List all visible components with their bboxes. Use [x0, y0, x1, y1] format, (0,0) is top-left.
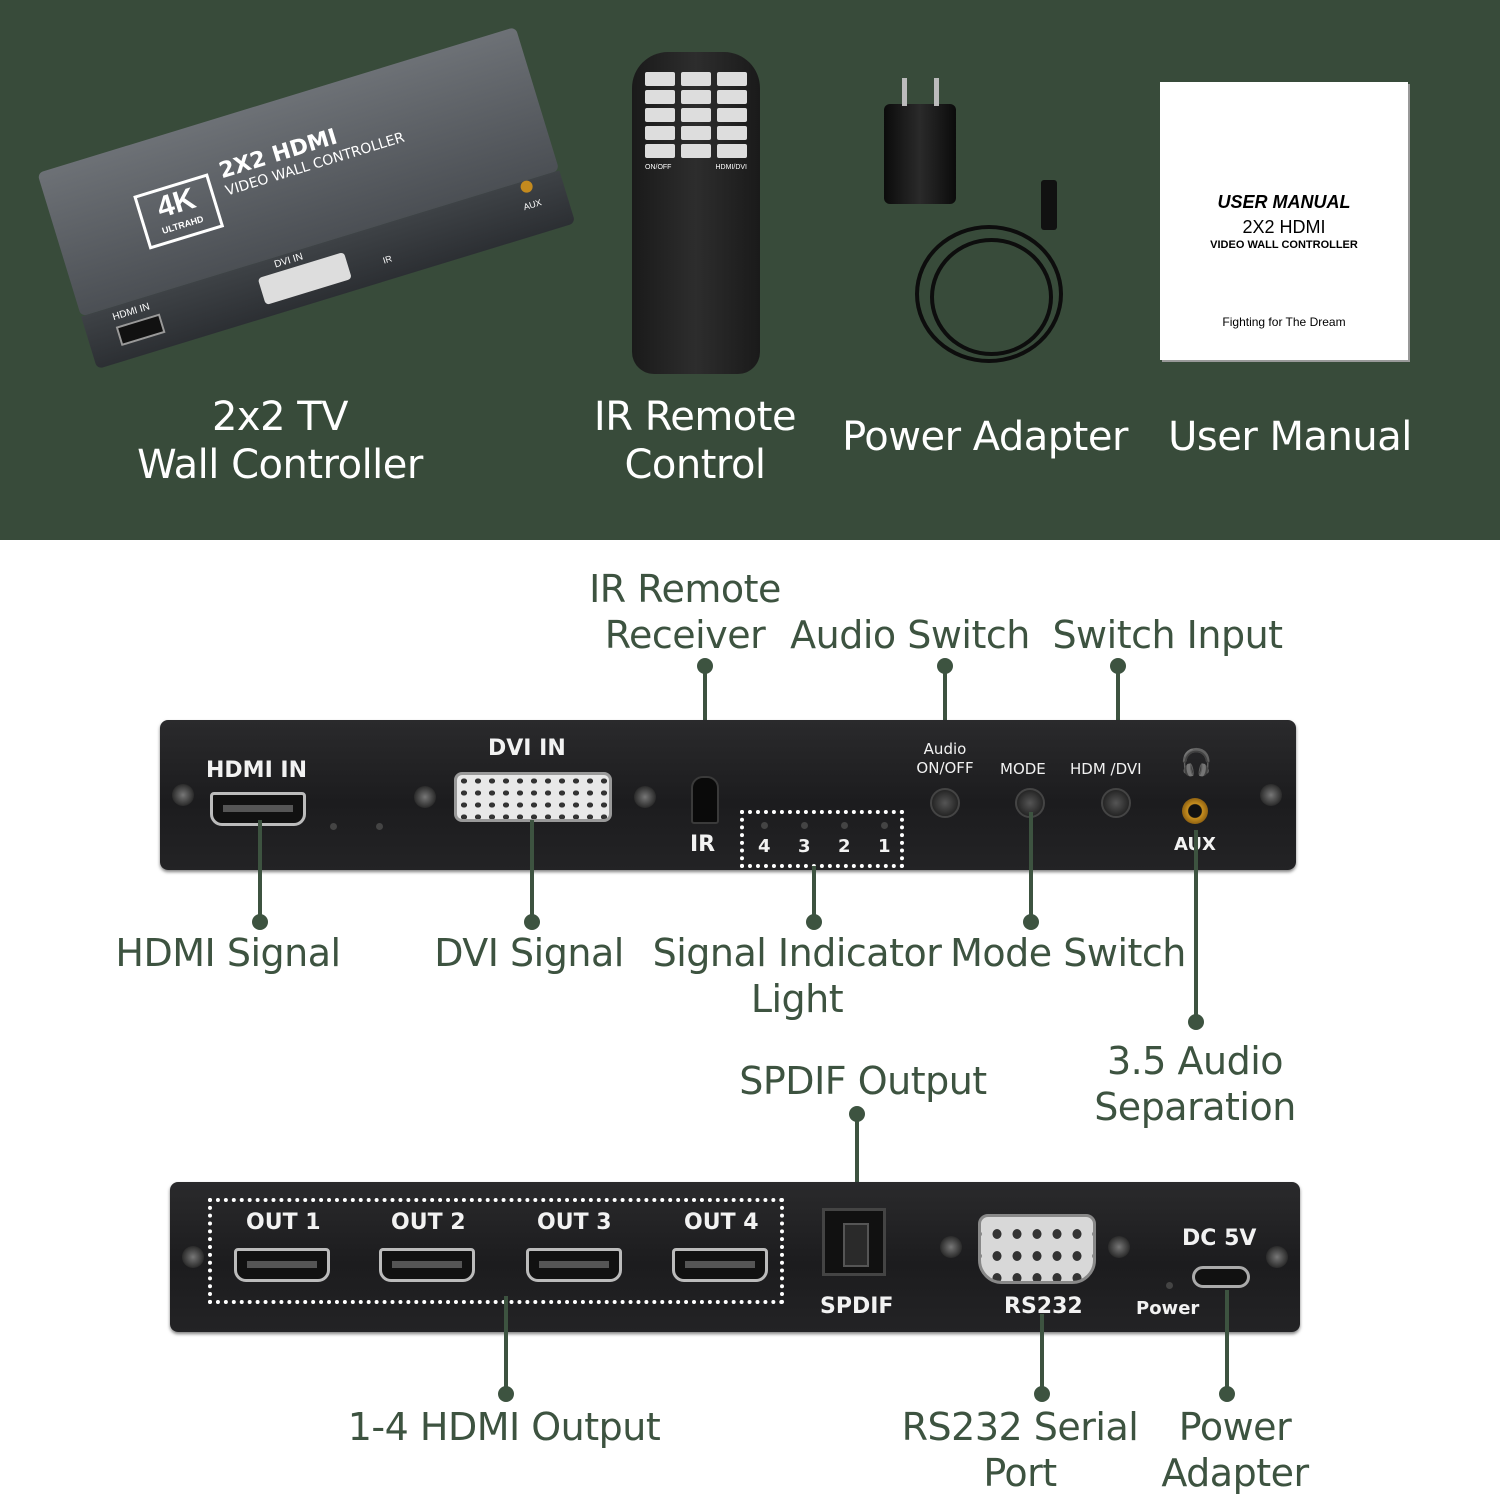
remote-keypad: [645, 72, 747, 158]
out1-port[interactable]: [234, 1248, 330, 1282]
hdmi-output-group: [208, 1198, 784, 1304]
adapter-prong: [902, 78, 907, 106]
dc-label: DC 5V: [1182, 1226, 1257, 1251]
remote-key-labels: ON/OFF HDMI/DVI: [645, 164, 747, 171]
remote-image: [632, 52, 760, 374]
ir-receiver-window: [691, 776, 719, 824]
screw-icon: [172, 784, 194, 806]
ir-receiver-callout: IR Remote Receiver: [589, 567, 781, 657]
callout-line: [1225, 1290, 1229, 1390]
headphone-icon: 🎧: [1180, 748, 1213, 778]
callout-dot: [1023, 914, 1039, 930]
switch-input-callout: Switch Input: [1052, 613, 1283, 657]
rs232-screw-icon: [940, 1236, 962, 1258]
callout-line: [1029, 812, 1033, 920]
indicator-number: 3: [798, 836, 811, 857]
out4-label: OUT 4: [684, 1210, 759, 1235]
screw-icon: [1266, 1246, 1288, 1268]
audio-onoff-label: Audio ON/OFF: [916, 740, 974, 777]
usb-c-power-port[interactable]: [1192, 1266, 1250, 1288]
adapter-cable: [930, 238, 1053, 356]
hdmi-output-callout: 1-4 HDMI Output: [347, 1405, 661, 1449]
spdif-port[interactable]: [822, 1208, 886, 1276]
out2-port[interactable]: [379, 1248, 475, 1282]
spdif-label: SPDIF: [820, 1294, 894, 1319]
controller-device-image: 4K ULTRAHD 2X2 HDMI VIDEO WALL CONTROLLE…: [37, 26, 582, 393]
aux-jack[interactable]: [1182, 798, 1208, 824]
out3-port[interactable]: [526, 1248, 622, 1282]
front-panel: HDMI IN DVI IN IR 4 3 2 1 Audio ON/OFF M…: [160, 720, 1296, 870]
dvi-in-port[interactable]: [454, 772, 612, 822]
manual-caption: User Manual: [1168, 414, 1412, 460]
audio-switch-callout: Audio Switch: [790, 613, 1030, 657]
callout-dot: [498, 1386, 514, 1402]
callout-dot: [806, 914, 822, 930]
screw-icon: [1260, 784, 1282, 806]
usb-c-plug: [1041, 180, 1057, 230]
ir-label: IR: [690, 832, 716, 857]
user-manual-image: USER MANUAL 2X2 HDMI VIDEO WALL CONTROLL…: [1160, 82, 1408, 360]
indicator-number: 2: [838, 836, 851, 857]
power-adapter-callout: Power Adapter: [1161, 1405, 1309, 1495]
adapter-prong: [934, 78, 939, 106]
rs232-screw-icon: [1108, 1236, 1130, 1258]
product-banner: 4K ULTRAHD 2X2 HDMI VIDEO WALL CONTROLLE…: [0, 0, 1500, 540]
power-led: [1166, 1282, 1173, 1289]
dvi-screw-icon: [414, 786, 436, 808]
dvi-in-label: DVI IN: [488, 736, 566, 761]
hdmi-dvi-button[interactable]: [1101, 788, 1131, 818]
indicator-led: [801, 822, 808, 829]
callout-dot: [1188, 1014, 1204, 1030]
out3-label: OUT 3: [537, 1210, 612, 1235]
hdmi-dvi-label: HDM /DVI: [1070, 760, 1142, 778]
screw-icon: [182, 1246, 204, 1268]
remote-caption: IR Remote Control: [593, 394, 797, 488]
out1-label: OUT 1: [246, 1210, 321, 1235]
rs232-port[interactable]: [978, 1214, 1096, 1284]
out2-label: OUT 2: [391, 1210, 466, 1235]
out4-port[interactable]: [672, 1248, 768, 1282]
hdmi-signal-callout: HDMI Signal: [115, 931, 341, 975]
callout-line: [812, 866, 816, 920]
led: [376, 823, 383, 830]
hdmi-in-label: HDMI IN: [206, 758, 308, 783]
mode-label: MODE: [1000, 760, 1046, 778]
spdif-output-callout: SPDIF Output: [739, 1059, 987, 1103]
indicator-led: [761, 822, 768, 829]
callout-dot: [524, 914, 540, 930]
callout-dot: [252, 914, 268, 930]
audio-separation-callout: 3.5 Audio Separation: [1094, 1039, 1296, 1129]
callout-line: [1194, 830, 1198, 1020]
signal-indicator-group: [740, 810, 904, 868]
dvi-screw-icon: [634, 786, 656, 808]
power-label: Power: [1136, 1298, 1200, 1319]
dvi-signal-callout: DVI Signal: [434, 931, 624, 975]
led: [330, 823, 337, 830]
callout-line: [1040, 1314, 1044, 1390]
indicator-number: 1: [878, 836, 891, 857]
indicator-led: [841, 822, 848, 829]
mode-switch-callout: Mode Switch: [950, 931, 1186, 975]
rs232-callout: RS232 Serial Port: [901, 1405, 1139, 1495]
power-adapter-image: [884, 104, 956, 204]
signal-indicator-callout: Signal Indicator Light: [652, 931, 942, 1021]
audio-onoff-button[interactable]: [930, 788, 960, 818]
indicator-led: [881, 822, 888, 829]
controller-caption: 2x2 TV Wall Controller: [137, 394, 423, 488]
indicator-number: 4: [758, 836, 771, 857]
adapter-caption: Power Adapter: [842, 414, 1128, 460]
callout-dot: [1034, 1386, 1050, 1402]
callout-dot: [1219, 1386, 1235, 1402]
callout-line: [504, 1296, 508, 1390]
callout-line: [530, 820, 534, 920]
callout-line: [258, 820, 262, 920]
rear-panel: OUT 1 OUT 2 OUT 3 OUT 4 SPDIF RS232 Powe…: [170, 1182, 1300, 1332]
adapter-cable: [915, 225, 1063, 363]
callout-line: [855, 1114, 859, 1210]
